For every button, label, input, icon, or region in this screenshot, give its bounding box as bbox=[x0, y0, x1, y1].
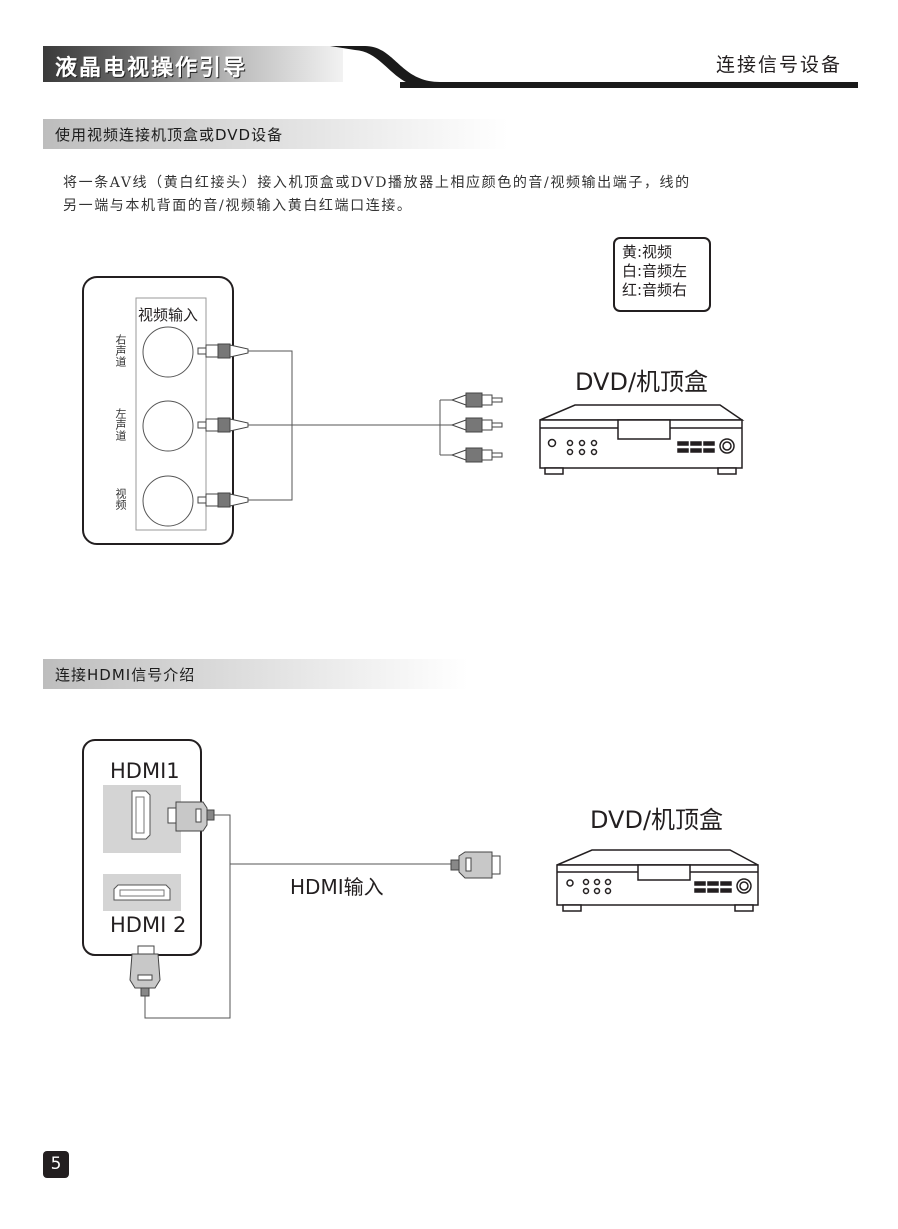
dvd-player-icon bbox=[556, 849, 759, 912]
section-heading-hdmi: 连接HDMI信号介绍 bbox=[43, 659, 468, 689]
manual-title: 液晶电视操作引导 bbox=[55, 56, 248, 81]
rca-plug-icon bbox=[197, 417, 249, 433]
paragraph-line: 另一端与本机背面的音/视频输入黄白红端口连接。 bbox=[63, 198, 413, 214]
port-label-right-audio: 右声道 bbox=[114, 334, 127, 367]
jack-left-audio bbox=[142, 400, 194, 452]
rca-plug-icon bbox=[197, 492, 249, 508]
rca-plug-icon bbox=[450, 392, 503, 408]
port-label-left-audio: 左声道 bbox=[114, 408, 127, 441]
jack-right-audio bbox=[142, 326, 194, 378]
header-rule bbox=[330, 46, 858, 88]
section-heading-text: 使用视频连接机顶盒或DVD设备 bbox=[55, 126, 284, 144]
rca-plug-icon bbox=[197, 343, 249, 359]
av-cable bbox=[248, 350, 452, 501]
page-number: 5 bbox=[43, 1151, 69, 1178]
instruction-paragraph: 将一条AV线（黄白红接头）接入机顶盒或DVD播放器上相应颜色的音/视频输出端子，… bbox=[63, 172, 823, 218]
tv-back-panel bbox=[82, 276, 234, 545]
section-heading-text: 连接HDMI信号介绍 bbox=[55, 666, 196, 684]
section-heading-av: 使用视频连接机顶盒或DVD设备 bbox=[43, 119, 508, 149]
legend-red: 红:音频右 bbox=[622, 281, 688, 299]
chapter-title: 连接信号设备 bbox=[715, 54, 842, 76]
av-input-title: 视频输入 bbox=[138, 306, 199, 324]
hdmi-diagram bbox=[82, 739, 759, 1019]
dvd-player-icon bbox=[539, 404, 745, 475]
jack-video bbox=[142, 475, 194, 527]
hdmi1-label: HDMI1 bbox=[110, 759, 180, 783]
av-input-panel bbox=[135, 297, 207, 531]
header-band bbox=[43, 46, 343, 82]
paragraph-line: 将一条AV线（黄白红接头）接入机顶盒或DVD播放器上相应颜色的音/视频输出端子，… bbox=[63, 175, 691, 191]
legend-white: 白:音频左 bbox=[622, 262, 688, 280]
hdmi2-label: HDMI 2 bbox=[110, 913, 187, 937]
device-label: DVD/机顶盒 bbox=[590, 806, 724, 834]
hdmi-port-icon bbox=[113, 884, 171, 901]
hdmi-plug-icon bbox=[450, 851, 501, 879]
device-label: DVD/机顶盒 bbox=[575, 368, 709, 396]
hdmi-plug-icon bbox=[129, 945, 161, 997]
hdmi-cable bbox=[144, 814, 458, 1019]
hdmi-input-label: HDMI输入 bbox=[290, 875, 384, 899]
rca-plug-icon bbox=[450, 417, 503, 433]
color-legend: 黄:视频 白:音频左 红:音频右 bbox=[613, 237, 711, 312]
legend-yellow: 黄:视频 bbox=[622, 243, 673, 261]
port-label-video: 视频 bbox=[114, 488, 127, 510]
rca-plug-icon bbox=[450, 447, 503, 463]
av-diagram bbox=[82, 276, 745, 545]
hdmi-port-icon bbox=[131, 790, 151, 840]
